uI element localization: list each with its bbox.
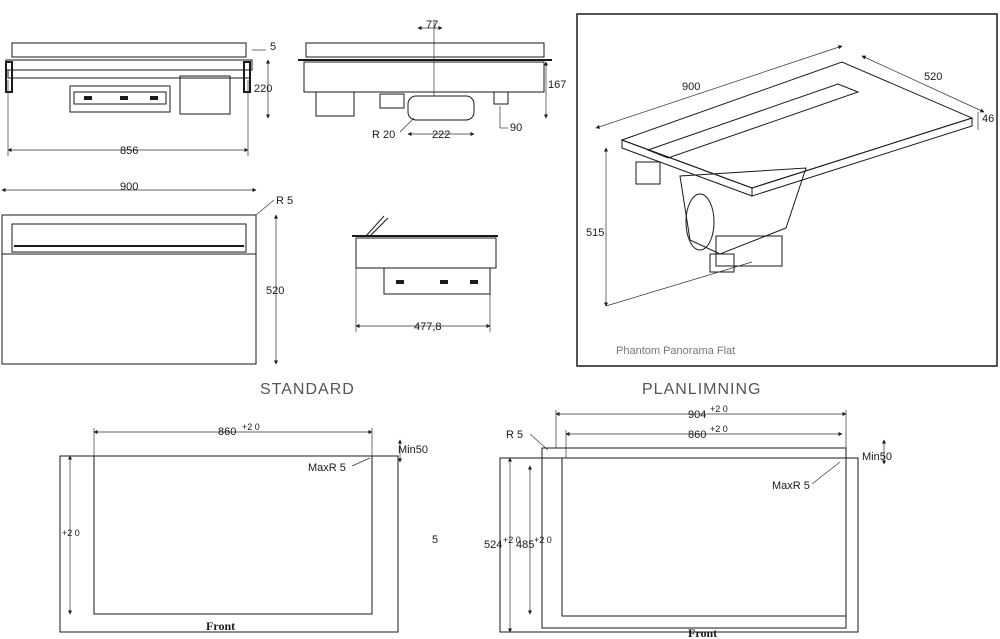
- side-view-detail-3: [150, 96, 158, 100]
- open-view-body: [355, 237, 497, 269]
- iso-thickness-label: 46: [982, 113, 994, 125]
- planlimning-outer-cutout: [541, 447, 847, 629]
- standard-width-tol: +2 0: [242, 422, 260, 432]
- open-view-flap: [365, 215, 385, 237]
- end-view-clip: [379, 93, 405, 109]
- planlimning-radius-label: MaxR 5: [772, 480, 810, 492]
- end-view: 77 167 222 R 20 90: [298, 19, 566, 141]
- standard-stray-mark: 5: [432, 534, 438, 546]
- plan-view: 900 R 5 520: [1, 181, 293, 365]
- plan-view-bar: [11, 223, 247, 253]
- open-view-flap-2: [369, 217, 389, 237]
- open-view-width-label: 477,8: [414, 321, 442, 333]
- open-view: 477,8: [352, 215, 498, 333]
- standard-width-label: 860: [218, 426, 236, 438]
- planlimning-outer-tol: +2 0: [710, 404, 728, 414]
- planlimning-min-label: Min50: [862, 451, 892, 463]
- side-view-detail-1: [84, 96, 92, 100]
- plan-view-width-label: 900: [120, 181, 138, 193]
- iso-fan: [685, 193, 715, 251]
- side-view-left-clip: [5, 61, 13, 93]
- standard-title: STANDARD: [260, 381, 355, 398]
- side-view-glass-top: [11, 42, 247, 58]
- iso-duct-end: [709, 253, 735, 273]
- planlimning-outer-radius-leader: [529, 433, 549, 451]
- side-view: 856 220 5: [5, 41, 276, 157]
- planlimning-outer-label: 904: [688, 409, 706, 421]
- side-view-fan-unit: [69, 85, 171, 113]
- iso-body: [679, 167, 807, 255]
- iso-depth-label: 520: [924, 71, 942, 83]
- standard-cutout: 860 +2 0 Min50 MaxR 5 +2 0 Front 5: [59, 422, 438, 633]
- planlimning-h-inner-tol: +2 0: [534, 535, 552, 545]
- standard-min-label: Min50: [398, 444, 428, 456]
- plan-view-radius-label: R 5: [276, 195, 293, 207]
- plan-view-outline: [1, 214, 257, 365]
- iso-depth-dim: [861, 55, 985, 113]
- standard-height-tol: +2 0: [62, 528, 80, 538]
- planlimning-front-label: Front: [688, 626, 717, 639]
- end-view-duct: [407, 95, 475, 121]
- planlimning-inner-cutout: [561, 457, 847, 617]
- end-view-height-label: 167: [548, 79, 566, 91]
- side-view-detail-2: [120, 96, 128, 100]
- end-view-body: [303, 61, 545, 93]
- planlimning-inner-tol: +2 0: [710, 424, 728, 434]
- side-view-height-label: 220: [254, 83, 272, 95]
- iso-top-surface: [620, 61, 974, 189]
- planlimning-h-outer-tol: +2 0: [503, 535, 521, 545]
- end-view-top-label: 77: [426, 19, 438, 31]
- planlimning-inner-label: 860: [688, 429, 706, 441]
- end-view-bottom-label: 222: [432, 129, 450, 141]
- planlimning-h-inner-label: 485: [516, 539, 534, 551]
- end-view-glass: [305, 42, 545, 58]
- side-view-rail: [7, 69, 251, 79]
- standard-radius-label: MaxR 5: [308, 462, 346, 474]
- planlimning-title: PLANLIMNING: [642, 381, 761, 398]
- standard-worktop-edge: [59, 455, 399, 633]
- plan-view-radius-leader: [255, 199, 275, 216]
- side-view-right-clip: [243, 61, 251, 93]
- end-view-right-label: 90: [510, 122, 522, 134]
- end-view-radius-label: R 20: [372, 129, 395, 141]
- standard-cutout-outline: [93, 455, 373, 615]
- open-view-fan: [383, 267, 491, 295]
- side-view-width-label: 856: [120, 145, 138, 157]
- iso-vent-slot: [646, 83, 860, 159]
- planlimning-h-outer-label: 524: [484, 539, 502, 551]
- open-view-detail-2: [440, 280, 448, 284]
- open-view-detail-1: [396, 280, 404, 284]
- iso-caption: Phantom Panorama Flat: [616, 345, 735, 357]
- open-view-detail-3: [470, 280, 478, 284]
- standard-radius-leader: [351, 457, 371, 467]
- end-view-radius-leader: [399, 117, 415, 133]
- planlimning-outer-radius-label: R 5: [506, 429, 523, 441]
- iso-front-edge: [621, 139, 753, 197]
- iso-width-dim: [595, 45, 843, 129]
- end-view-clip-right: [493, 91, 509, 105]
- iso-panel: 900 520 46 515 Phantom Panorama Flat: [576, 13, 998, 367]
- side-view-motor-box: [179, 75, 231, 115]
- iso-width-label: 900: [682, 81, 700, 93]
- iso-height-label: 515: [586, 227, 604, 239]
- planlimning-cutout: 904 +2 0 860 +2 0 R 5 Min50 MaxR 5 524 +…: [484, 404, 892, 639]
- iso-side-edge: [751, 117, 973, 197]
- side-view-top-label: 5: [270, 41, 276, 53]
- iso-panel-frame: [576, 13, 998, 367]
- end-view-box-left: [315, 91, 355, 117]
- iso-motor: [635, 161, 661, 185]
- side-view-frame: [5, 59, 253, 71]
- side-view-fan-inner: [73, 91, 167, 105]
- iso-duct: [715, 235, 783, 267]
- iso-floor-line: [605, 261, 753, 307]
- plan-view-height-label: 520: [266, 285, 284, 297]
- planlimning-radius-leader: [811, 461, 841, 485]
- standard-front-label: Front: [206, 619, 235, 633]
